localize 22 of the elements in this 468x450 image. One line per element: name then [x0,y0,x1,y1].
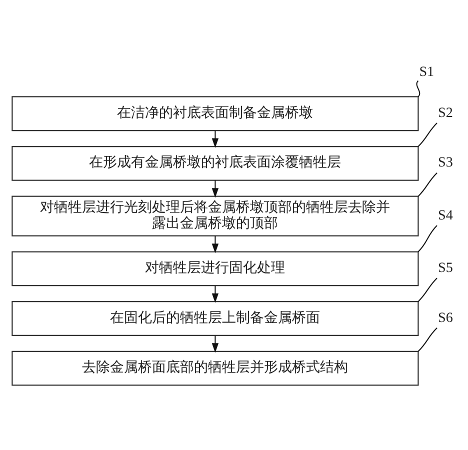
node-box: 对牺牲层进行光刻处理后将金属桥墩顶部的牺牲层去除并露出金属桥墩的顶部 [12,196,419,236]
arrow [212,130,219,148]
node-text: S2 [438,104,453,121]
connector [418,122,438,147]
connector [416,80,420,98]
connector [418,172,438,197]
node-box: 去除金属桥面底部的牺牲层并形成桥式结构 [12,350,419,386]
node-box: 在固化后的牺牲层上制备金属桥面 [12,301,419,336]
node-text: S5 [438,260,453,276]
connector [418,278,438,302]
node-box: 对牺牲层进行固化处理 [12,251,419,286]
node-text: S6 [438,310,453,326]
node-box: 在形成有金属桥墩的衬底表面涂覆牺牲层 [12,146,419,181]
node-text: S1 [419,64,434,80]
arrow [212,180,219,198]
arrow [212,336,219,353]
node-text: S4 [438,207,453,224]
node-text: S3 [438,154,453,171]
arrow [212,286,219,303]
node-box: 在洁净的衬底表面制备金属桥墩 [12,96,419,132]
connector [418,328,438,352]
connector [418,225,438,252]
